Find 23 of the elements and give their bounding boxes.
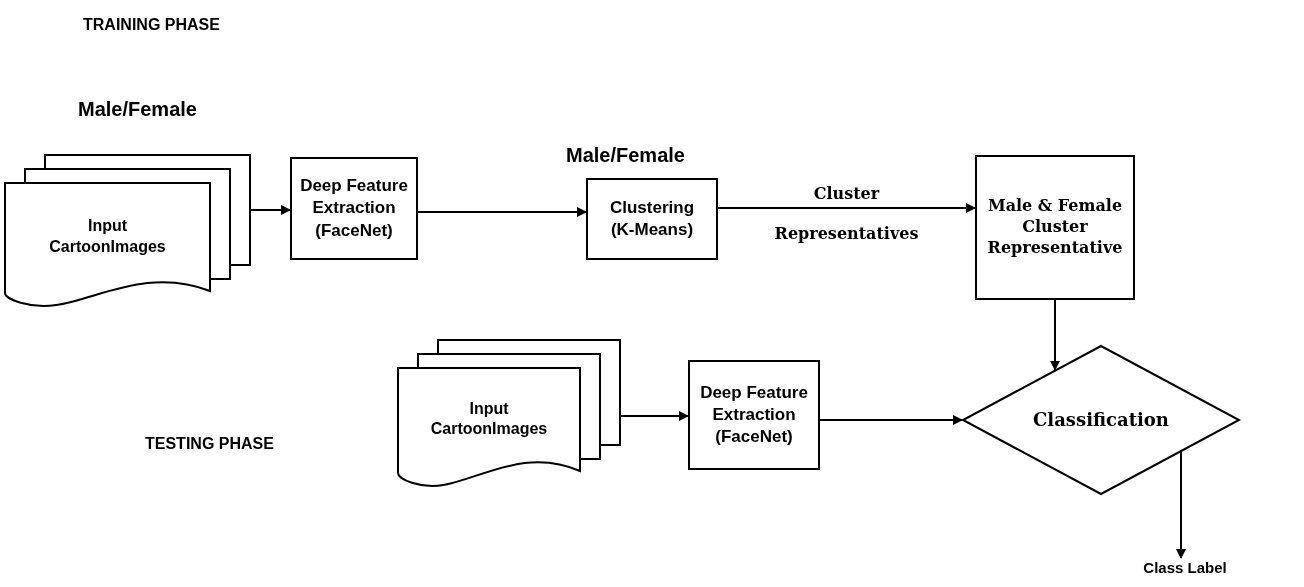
output-label: Class Label	[1130, 558, 1240, 582]
decision-diamond	[962, 345, 1240, 495]
arrow	[1176, 450, 1186, 559]
box-text: Male & Female Cluster Representative	[986, 196, 1124, 259]
process-box	[290, 157, 418, 260]
process-box	[586, 178, 718, 260]
box-text: Deep Feature Extraction (FaceNet)	[699, 381, 809, 449]
box-title: Classification	[1033, 408, 1169, 432]
arrow	[1050, 299, 1060, 371]
process-box	[688, 360, 820, 470]
group-heading: Male/Female	[78, 98, 197, 121]
box-text: Deep Feature Extraction (FaceNet)	[299, 175, 409, 242]
box-text: Clustering (K-Means)	[608, 196, 696, 241]
phase-label: TESTING PHASE	[145, 435, 274, 453]
arrow	[417, 207, 587, 217]
phase-label: TRAINING PHASE	[83, 16, 220, 34]
edge-label: Cluster Representatives	[773, 183, 920, 245]
arrow	[717, 203, 976, 213]
node-text: Input CartoonImages	[429, 398, 549, 440]
node-text: Input CartoonImages	[48, 216, 167, 257]
group-heading: Male/Female	[566, 144, 685, 167]
process-box	[975, 155, 1135, 300]
arrow	[819, 415, 963, 425]
